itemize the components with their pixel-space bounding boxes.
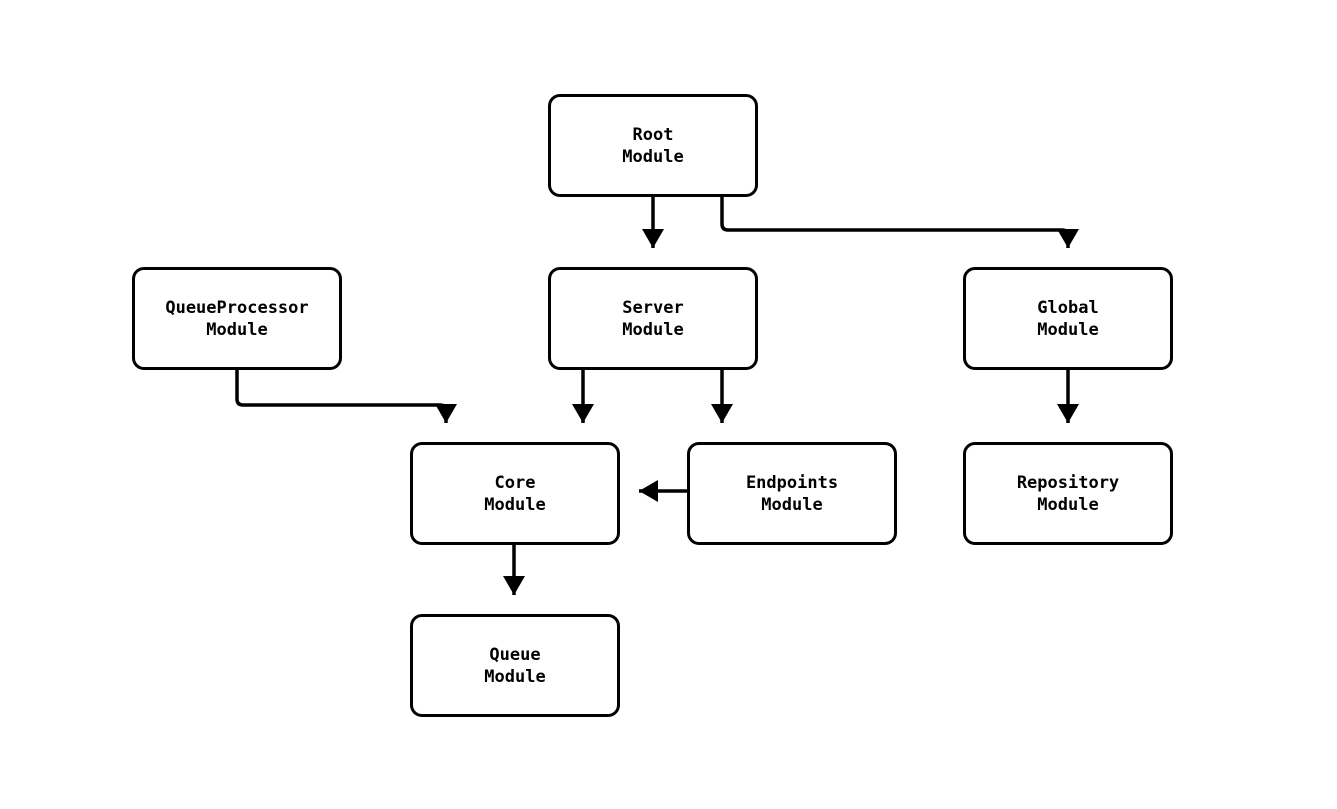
node-global-label-line2: Module — [1037, 319, 1099, 340]
node-queue-label-line1: Queue — [489, 644, 541, 665]
node-global-label-line1: Global — [1037, 297, 1099, 318]
node-core-label-line1: Core — [494, 472, 536, 493]
arrowhead-global-repository — [1057, 404, 1079, 423]
node-repository-label-line2: Module — [1037, 494, 1099, 515]
arrowhead-root-server — [642, 229, 664, 248]
arrowhead-core-queue — [503, 576, 525, 595]
node-repository-label-line1: Repository — [1016, 472, 1120, 493]
node-endpoints-label-line1: Endpoints — [745, 472, 839, 493]
arrowhead-endpoints-core — [639, 480, 658, 502]
node-root-label-line1: Root — [632, 124, 674, 145]
node-core-label-line2: Module — [484, 494, 546, 515]
node-endpoints-label-line2: Module — [761, 494, 823, 515]
node-server-label-line1: Server — [622, 297, 684, 318]
node-queueprocessor-label-line1: QueueProcessor — [165, 297, 309, 318]
node-queueprocessor-label-line2: Module — [206, 319, 268, 340]
node-server-label-line2: Module — [622, 319, 684, 340]
arrowhead-root-global — [1057, 229, 1079, 248]
arrowhead-queueprocessor-core — [435, 404, 457, 423]
arrowhead-server-core — [572, 404, 594, 423]
node-root-label-line2: Module — [622, 146, 684, 167]
arrowhead-server-endpoints — [711, 404, 733, 423]
node-queue-label-line2: Module — [484, 666, 546, 687]
